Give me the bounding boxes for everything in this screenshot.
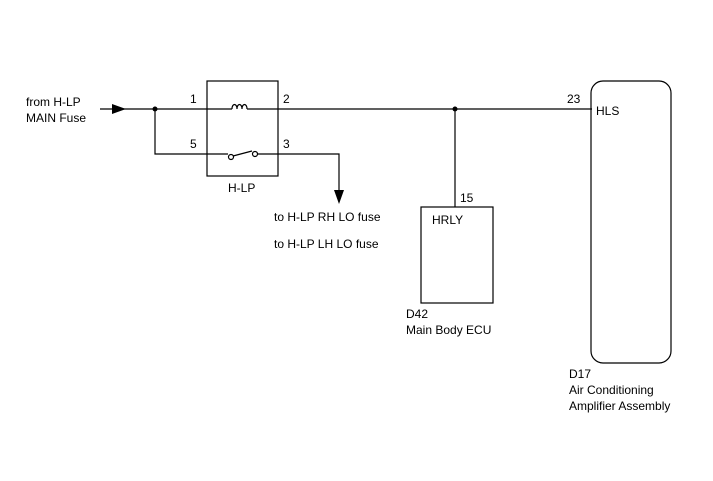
amplifier-name-line1: Air Conditioning — [569, 383, 654, 397]
amplifier-pin-label: 23 — [567, 92, 581, 106]
output-arrowhead — [334, 190, 344, 204]
relay-pin3-label: 3 — [283, 137, 290, 151]
ecu-code: D42 — [406, 307, 428, 321]
relay-pin5-label: 5 — [190, 137, 197, 151]
ecu-terminal-label: HRLY — [432, 213, 463, 227]
source-label-line2: MAIN Fuse — [26, 111, 86, 125]
amplifier-terminal-label: HLS — [596, 104, 619, 118]
relay-switch-contact-left — [227, 153, 235, 161]
ecu-pin-label: 15 — [460, 191, 474, 205]
wire-pin3-output — [278, 153, 340, 193]
relay-pin1-label: 1 — [190, 92, 197, 106]
relay-switch-contact-right — [251, 150, 259, 158]
relay-box — [206, 80, 279, 177]
ecu-name: Main Body ECU — [406, 323, 491, 337]
relay-name: H-LP — [228, 181, 255, 195]
input-arrowhead — [112, 104, 126, 114]
relay-switch-blade — [232, 150, 253, 157]
relay-pin2-label: 2 — [283, 92, 290, 106]
amplifier-name-line2: Amplifier Assembly — [569, 399, 670, 413]
ecu-box — [420, 206, 494, 304]
output-rh-label: to H-LP RH LO fuse — [274, 210, 381, 224]
wire-to-pin5 — [154, 109, 207, 155]
relay-coil-icon — [231, 103, 248, 110]
amplifier-code: D17 — [569, 367, 591, 381]
source-label-line1: from H-LP — [26, 95, 81, 109]
output-lh-label: to H-LP LH LO fuse — [274, 237, 379, 251]
amplifier-box — [590, 80, 672, 364]
